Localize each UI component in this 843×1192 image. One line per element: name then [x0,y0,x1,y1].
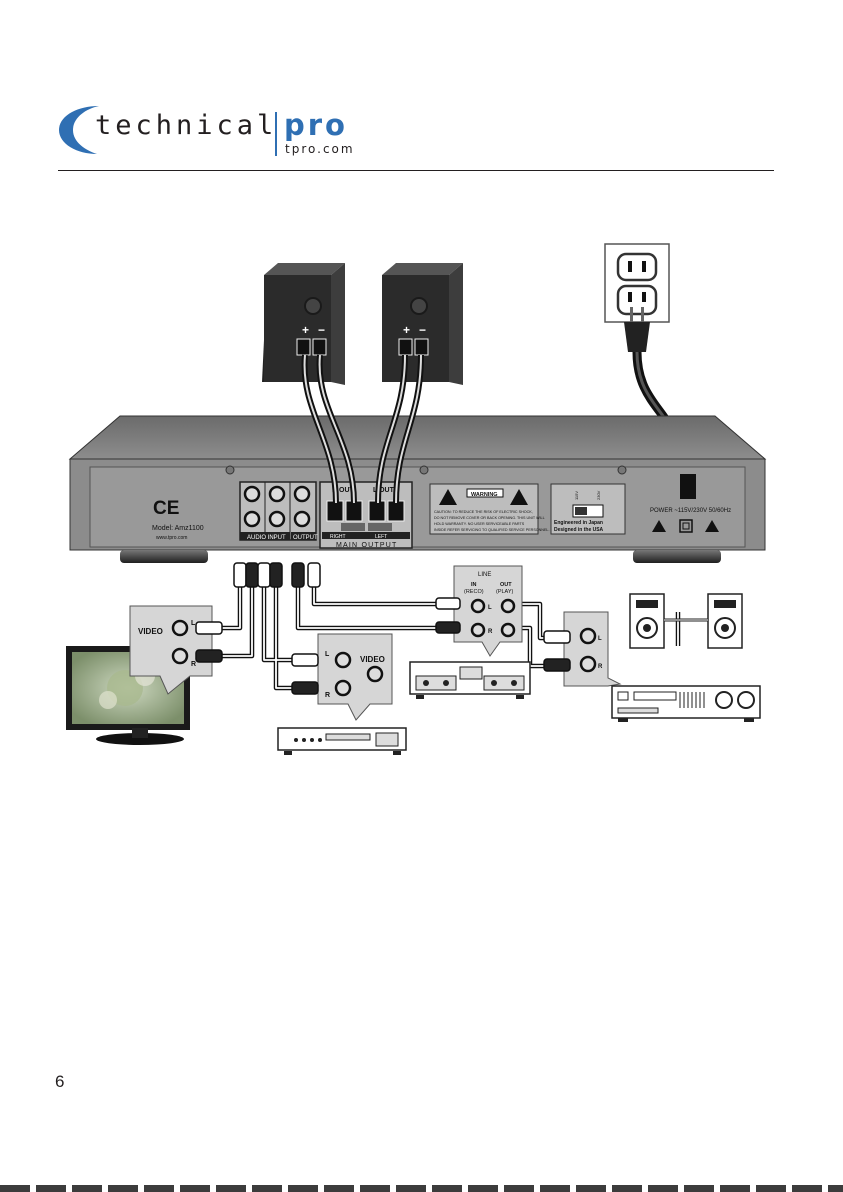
receiver-l-label: L [598,636,602,642]
receiver-r-label: R [598,664,603,670]
television: VIDEO L R [66,605,223,745]
audio-input-label: AUDIO INPUT [247,535,286,541]
speaker-left: + − [262,263,345,385]
warning-title: WARNING [471,492,498,498]
scan-edge [0,1185,843,1192]
l-out-label: L OUT [373,487,395,494]
speaker-left-minus: − [318,323,325,337]
logo-divider [275,112,277,156]
dvd-video-label: VIDEO [360,655,385,664]
dvd-l-label: L [325,651,330,658]
tv-l-label: L [191,620,196,627]
wall-outlet [604,243,670,323]
warning-text-1: CAUTION: TO REDUCE THE RISK OF ELECTRIC … [434,510,533,514]
page-number: 6 [55,1072,65,1091]
tv-video-label: VIDEO [138,627,163,636]
mini-speaker-left [629,593,665,649]
logo-pro: pro [284,108,348,142]
engineered-label: Engineered in Japan [554,520,603,526]
warning-text-3: HOLD WARRANTY. NO USER SERVICEABLE PARTS [434,522,525,526]
stereo-receiver: L R [543,593,761,722]
logo-wordmark: technical [95,110,278,141]
speaker-right-minus: − [419,323,426,337]
amp-model: Model: Amz1100 [152,525,204,532]
ce-mark: CE [153,498,179,519]
deck-l-label: L [488,605,492,611]
rca-plugs-amp [233,562,321,588]
tape-deck: LINE IN (RECO) OUT (PLAY) L R [409,565,531,699]
speaker-wires [301,354,424,504]
tv-r-label: R [191,661,196,668]
deck-in-label: IN [471,582,477,588]
warning-text-4: INSIDE REFER SERVICING TO QUALIFIED SERV… [434,528,550,532]
brand-logo: technical pro tpro.com [55,98,375,168]
deck-line-label: LINE [478,572,491,578]
deck-out-label: OUT [500,582,512,588]
dvd-r-label: R [325,692,330,699]
warning-text-2: DO NOT REMOVE COVER OR BACK OPENING. THI… [434,516,545,520]
logo-website: tpro.com [285,142,355,156]
output-label: OUTPUT [293,535,318,541]
speaker-right: + − [382,263,463,385]
speaker-right-plus: + [403,323,410,337]
right-label: RIGHT [330,534,346,540]
deck-r-label: R [488,629,493,635]
deck-play-label: (PLAY) [496,589,513,595]
voltage-115-label: 115V [574,491,579,500]
designed-label: Designed in the USA [554,527,604,533]
power-label: POWER ~115V/230V 50/60Hz [650,508,731,514]
main-output-label: MAIN OUTPUT [336,542,397,549]
logo-swoosh-icon [59,106,99,154]
header-rule [58,170,774,171]
speaker-left-plus: + [302,323,309,337]
left-label: LEFT [375,534,387,540]
dvd-player: L R VIDEO [277,633,407,755]
r-out-label: R OUT [332,487,355,494]
amplifier: CE Model: Amz1100 www.tpro.com AUDIO INP… [68,415,767,563]
voltage-230-label: 230V [596,490,601,500]
amp-website: www.tpro.com [156,535,187,541]
mini-speaker-right [707,593,743,649]
deck-reco-label: (RECO) [464,589,484,595]
